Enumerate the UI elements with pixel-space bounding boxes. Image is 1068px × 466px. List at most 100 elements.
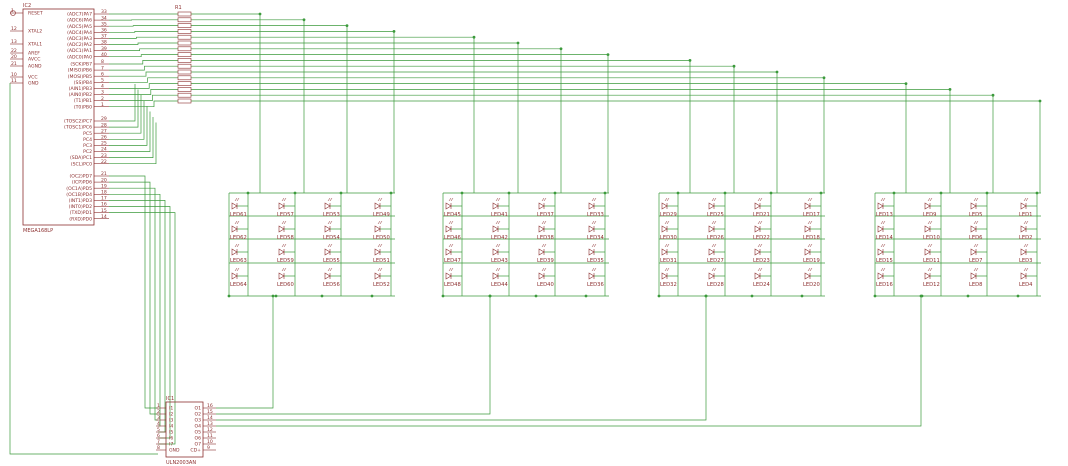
led-ray <box>591 197 595 202</box>
ic1-pin-name: I2 <box>169 412 173 418</box>
led-ray <box>759 267 763 272</box>
led-symbol <box>924 272 931 280</box>
ic2-pin-name: AVCC <box>28 57 40 63</box>
wire <box>109 54 178 58</box>
junction-dot <box>688 59 692 62</box>
led-ray <box>593 220 597 225</box>
led: LED5 <box>969 197 982 218</box>
junction-dot <box>258 12 262 16</box>
led-ray <box>759 220 763 225</box>
led-symbol <box>231 248 238 256</box>
wire <box>191 60 691 193</box>
ic1-pin-name: GND <box>169 448 180 454</box>
led-ray <box>448 220 452 225</box>
led-label: LED55 <box>323 258 340 264</box>
junction-dot <box>1016 294 1020 298</box>
led: LED34 <box>587 220 604 241</box>
led-ray <box>379 220 383 225</box>
wire <box>191 94 994 193</box>
led-ray <box>713 267 717 272</box>
ic2-pin-number: 29 <box>101 116 107 122</box>
led-symbol <box>324 225 331 233</box>
led-symbol <box>231 202 238 210</box>
led-ray <box>379 243 383 248</box>
led-symbol <box>445 202 452 210</box>
wire <box>109 111 151 152</box>
ic2-pin-name: (ADC0)PA0 <box>67 54 92 60</box>
ic2-pin-number: 35 <box>101 21 107 27</box>
led-label: LED58 <box>277 235 294 241</box>
led: LED42 <box>491 220 508 241</box>
ic2-pin-number: 8 <box>101 59 104 65</box>
ic2-pin-name: (SCK)PB7 <box>70 62 92 68</box>
led-label: LED7 <box>969 258 982 264</box>
led-symbol <box>374 202 381 210</box>
wire <box>109 48 178 51</box>
led-label: LED26 <box>707 235 724 241</box>
led-symbol <box>708 272 715 280</box>
led-ray <box>283 243 287 248</box>
ic1-pin-name: CD+ <box>190 448 201 454</box>
led-ray <box>711 243 715 248</box>
junction-dot <box>769 191 773 195</box>
led: LED32 <box>660 267 677 288</box>
resistor <box>177 58 192 63</box>
led: LED25 <box>707 197 724 218</box>
junction-dot <box>822 76 826 80</box>
ic2-right-pins: 33(ADC7)PA734(ADC6)PA635(ADC5)PA536(ADC4… <box>64 9 109 222</box>
r1-name: R1 <box>175 5 182 11</box>
led-label: LED41 <box>491 212 508 218</box>
led-ray <box>664 220 668 225</box>
junction-dot <box>441 294 445 298</box>
ic2-pin-number: 3 <box>101 90 104 96</box>
led: LED12 <box>923 267 940 288</box>
led-ray <box>329 197 333 202</box>
ic1-pin-name: I7 <box>169 442 173 448</box>
led-ray <box>973 267 977 272</box>
ic2-pin-number: 36 <box>101 28 107 34</box>
led-ray <box>666 243 670 248</box>
led-symbol <box>708 202 715 210</box>
wire <box>109 95 142 134</box>
led-ray <box>809 243 813 248</box>
led-symbol <box>492 272 499 280</box>
ic2-pin-number: 24 <box>101 147 107 153</box>
led-label: LED2 <box>1019 235 1032 241</box>
led-symbol <box>445 248 452 256</box>
led-symbol <box>1020 248 1027 256</box>
ic2-pin-number: 13 <box>11 39 17 45</box>
led-ray <box>1025 243 1029 248</box>
led-symbol <box>877 248 884 256</box>
led-ray <box>329 220 333 225</box>
led-ray <box>927 220 931 225</box>
ic2-pin-number: 1 <box>11 8 14 14</box>
led-ray <box>377 243 381 248</box>
resistor <box>177 92 192 98</box>
led-symbol <box>374 272 381 280</box>
led-label: LED19 <box>803 258 820 264</box>
led-label: LED56 <box>323 282 340 288</box>
led-ray <box>759 197 763 202</box>
led-ray <box>880 197 884 202</box>
led-ray <box>283 267 287 272</box>
led: LED26 <box>707 220 724 241</box>
led-symbol <box>231 272 238 280</box>
ic2-pin-number: 7 <box>101 65 104 71</box>
led-ray <box>973 197 977 202</box>
ic2-pin-name: PC5 <box>83 131 92 137</box>
led-label: LED39 <box>537 258 554 264</box>
led-label: LED1 <box>1019 212 1032 218</box>
led: LED56 <box>323 267 340 288</box>
ic1-pin-number: 10 <box>207 439 213 445</box>
led-label: LED47 <box>444 258 461 264</box>
junction-dot <box>819 191 823 195</box>
led-ray <box>929 243 933 248</box>
led: LED46 <box>444 220 461 241</box>
led-label: LED61 <box>230 212 247 218</box>
ic2-pin-number: 22 <box>11 48 17 54</box>
r1-resistors <box>177 11 192 104</box>
led-ray <box>281 243 285 248</box>
ic2-pin-number: 12 <box>11 26 17 32</box>
led-ray <box>283 220 287 225</box>
